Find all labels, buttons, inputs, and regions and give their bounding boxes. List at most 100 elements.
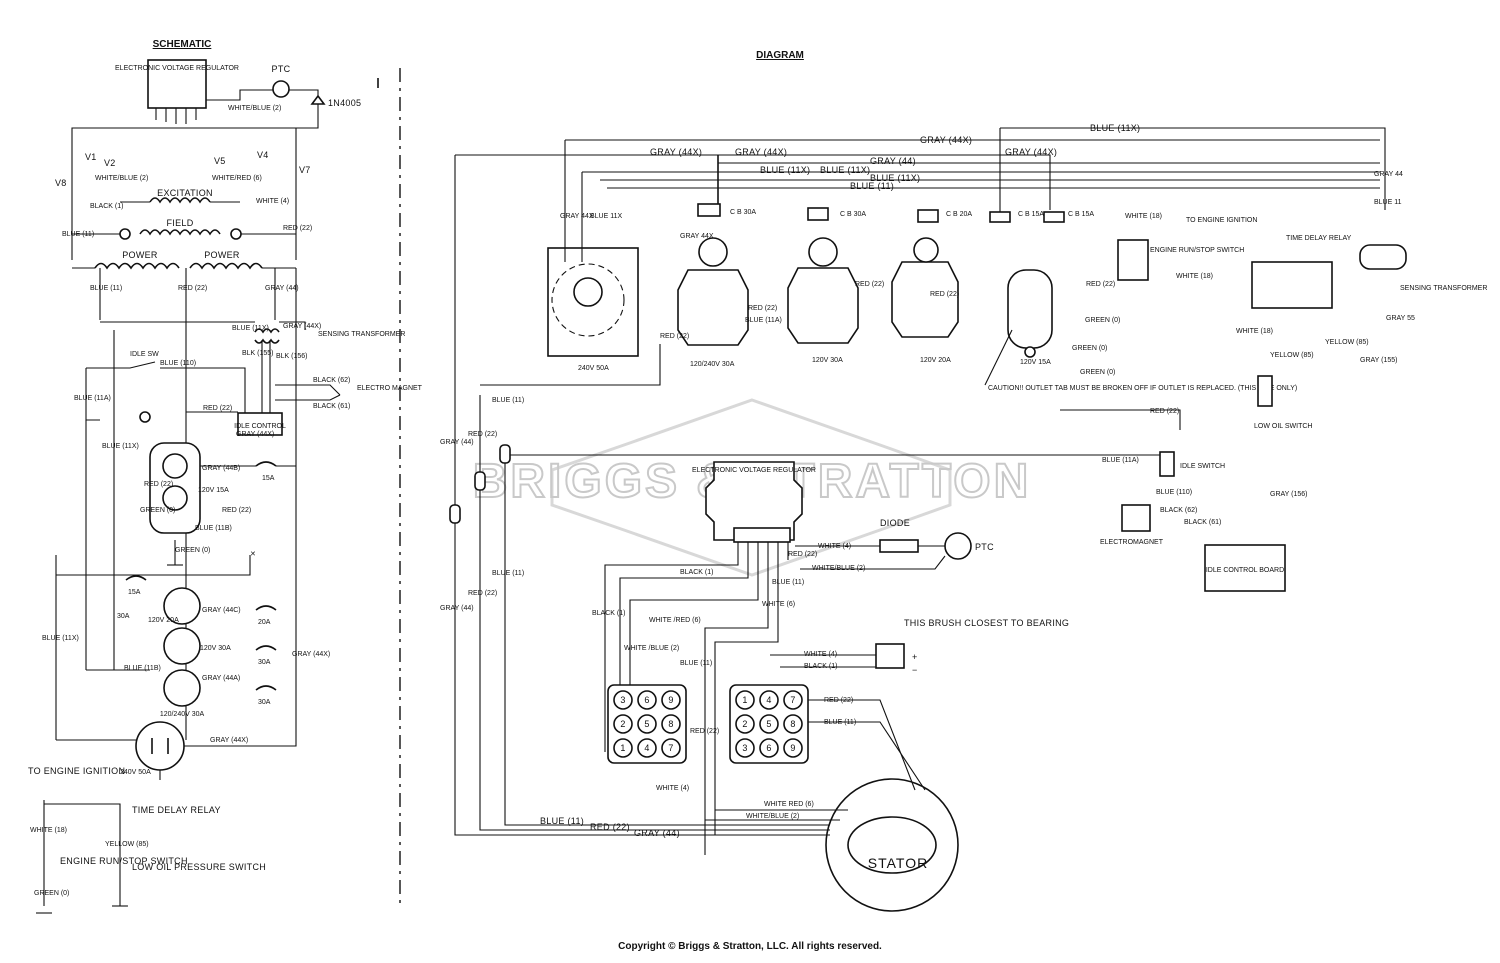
schematic-a15: 15A	[262, 475, 275, 482]
schematic-time-delay: TIME DELAY RELAY	[132, 805, 221, 815]
diagram-inline-gray	[449, 504, 461, 524]
diagram-outlet-120v-15a	[1007, 269, 1053, 349]
diagram-this-brush: THIS BRUSH CLOSEST TO BEARING	[904, 618, 1069, 628]
diagram-cb-15a-2	[1043, 211, 1065, 223]
diagram-blue-lbl: BLUE 11X	[590, 213, 622, 220]
schematic-v2: V2	[104, 158, 116, 168]
schematic-blue11b-2: BLUE (11B)	[124, 665, 161, 672]
schematic-ptc	[272, 80, 290, 98]
diagram-stator	[825, 778, 959, 912]
connector-pin	[661, 738, 681, 758]
diagram-gray44x-3: GRAY (44X)	[735, 147, 787, 157]
schematic-r240-50: 240V 50A	[120, 769, 151, 776]
schematic-black62: BLACK (62)	[313, 377, 350, 384]
diagram-blue11-e: BLUE (11)	[540, 816, 584, 826]
diagram-stator-label: STATOR	[868, 855, 928, 871]
schematic-outlet-120-240v-30a	[163, 669, 201, 707]
diagram-cb30a-1: C B 30A	[730, 209, 756, 216]
connector-pin	[661, 714, 681, 734]
schematic-gray44: GRAY (44)	[265, 285, 299, 292]
connector-pin-number: 5	[644, 719, 649, 729]
diagram-evr-label: ELECTRONIC VOLTAGE REGULATOR	[692, 467, 816, 474]
connector-pin	[783, 714, 803, 734]
diagram-outlet-120-240v-30a	[677, 269, 749, 346]
schematic-diode-label: 1N4005	[328, 98, 361, 108]
diagram-gray44a: GRAY 44X	[680, 233, 714, 240]
diagram-r120-30: 120V 30A	[812, 357, 843, 364]
diagram-blue11-g: BLUE (11)	[492, 570, 524, 577]
connector-pin-number: 8	[790, 719, 795, 729]
schematic-a30-c: 30A	[258, 699, 271, 706]
diagram-blue11x-4: BLUE (11X)	[820, 165, 870, 175]
schematic-red22d: RED (22)	[144, 481, 173, 488]
diagram-blue11-d: BLUE (11)	[824, 719, 856, 726]
schematic-v8: V8	[55, 178, 67, 188]
diagram-blue11x-3: BLUE (11X)	[760, 165, 810, 175]
schematic-evr-box	[147, 59, 207, 109]
schematic-blue11x-c: BLUE (11X)	[42, 635, 79, 642]
schematic-blue11x-b: BLUE (11X)	[102, 443, 139, 450]
connector-pin-number: 3	[742, 743, 747, 753]
diagram-red22-d: RED (22)	[1086, 281, 1115, 288]
connector-pin	[613, 738, 633, 758]
diagram-black1-b: BLACK (1)	[592, 610, 625, 617]
connector-pin-number: 2	[742, 719, 747, 729]
diagram-title: DIAGRAM	[756, 50, 804, 61]
connector-pin	[783, 690, 803, 710]
diagram-white18: WHITE (18)	[1125, 213, 1162, 220]
schematic-black1: BLACK (1)	[90, 203, 123, 210]
diagram-gray155: GRAY (155)	[1360, 357, 1397, 364]
diagram-cb15a-2: C B 15A	[1068, 211, 1094, 218]
schematic-field-coil	[139, 229, 221, 236]
diagram-inline-red	[474, 471, 486, 491]
schematic-white-blue: WHITE/BLUE (2)	[228, 105, 281, 112]
diagram-black62: BLACK (62)	[1160, 507, 1197, 514]
schematic-red22c: RED (22)	[203, 405, 232, 412]
schematic-idle-switch: IDLE SW	[130, 351, 159, 358]
schematic-blue11b: BLUE (11)	[90, 285, 122, 292]
connector-pin-number: 9	[790, 743, 795, 753]
diagram-blue11r: BLUE 11	[1374, 199, 1402, 206]
schematic-diode	[310, 94, 326, 105]
connector-pin-number: 5	[766, 719, 771, 729]
schematic-red22a: RED (22)	[283, 225, 312, 232]
schematic-overload-symbol: ✕	[250, 551, 256, 558]
connector-pin	[783, 738, 803, 758]
schematic-a30: 30A	[117, 613, 130, 620]
diagram-white4-c: WHITE (4)	[804, 651, 837, 658]
diagram-outlet-120v-30a	[787, 267, 859, 344]
diagram-section: BLUE (11X) GRAY (44X) GRAY (44X) GRAY (4…	[440, 123, 1487, 912]
diagram-blue11-c: BLUE (11)	[680, 660, 712, 667]
schematic-outlet-120v-20a	[163, 587, 201, 625]
diagram-time-delay-relay	[1251, 261, 1333, 309]
schematic-power1-label: POWER	[122, 250, 158, 260]
connector-pin	[759, 714, 779, 734]
schematic-excitation-label: EXCITATION	[157, 188, 213, 198]
connector-pin-number: 4	[766, 695, 771, 705]
schematic-power-coil-1	[94, 262, 180, 270]
diagram-diode-label: DIODE	[880, 518, 910, 528]
connector-pin	[661, 690, 681, 710]
schematic-gray44b: GRAY (44B)	[202, 465, 240, 472]
schematic-idle-control-label: IDLE CONTROL	[234, 423, 286, 430]
schematic-outlet-120v-30a	[163, 627, 201, 665]
diagram-minus: −	[912, 665, 918, 675]
connector-pin	[759, 738, 779, 758]
diagram-red22-k: RED (22)	[468, 590, 497, 597]
schematic-red22b: RED (22)	[178, 285, 207, 292]
diagram-blue11-b: BLUE (11)	[772, 579, 804, 586]
connector-pin	[613, 690, 633, 710]
diagram-cb-30a-1	[697, 203, 721, 217]
diagram-sensing-transformer	[1359, 244, 1407, 270]
schematic-field-label: FIELD	[166, 218, 193, 228]
diagram-green0-c: GREEN (0)	[1080, 369, 1115, 376]
diagram-brush-holder	[875, 643, 905, 669]
schematic-power-coil-2	[189, 262, 263, 270]
schematic-excitation-coil	[149, 197, 211, 204]
diagram-idle-control-board	[1204, 544, 1286, 592]
connector-pin	[637, 738, 657, 758]
